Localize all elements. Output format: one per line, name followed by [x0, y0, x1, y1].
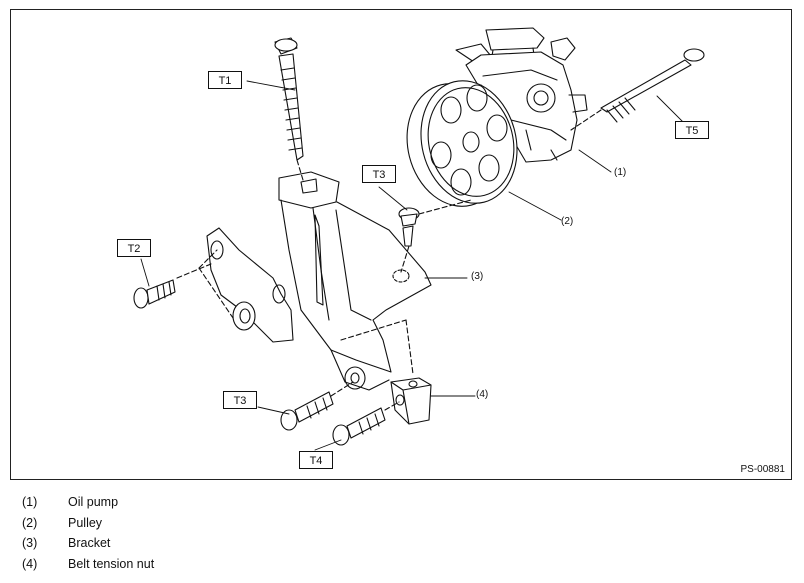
torque-label-t5: T5 — [675, 121, 709, 139]
bolt-t3-upper — [398, 207, 420, 247]
bolt-t1 — [274, 37, 304, 161]
legend: (1) Oil pump (2) Pulley (3) Bracket (4) … — [22, 495, 154, 577]
oil-pump-part — [455, 27, 588, 163]
bolt-t2 — [133, 279, 176, 309]
assembly-lines — [176, 109, 602, 411]
bolt-t3-lower — [280, 391, 334, 431]
pulley-part — [406, 80, 518, 207]
legend-number: (4) — [22, 556, 38, 571]
bolt-t4 — [332, 407, 386, 446]
legend-item: (2) Pulley — [22, 516, 154, 537]
exploded-diagram — [133, 27, 705, 451]
callout-3: (3) — [471, 271, 484, 282]
callout-2: (2) — [561, 216, 574, 227]
torque-label-t2: T2 — [117, 239, 151, 257]
callout-4: (4) — [476, 389, 489, 400]
callout-1: (1) — [614, 167, 627, 178]
legend-text: Belt tension nut — [68, 556, 155, 571]
bolt-t5 — [600, 48, 705, 123]
legend-number: (2) — [22, 515, 38, 530]
torque-label-t1: T1 — [208, 71, 242, 89]
bracket-part — [206, 171, 432, 391]
torque-label-t3-lower: T3 — [223, 391, 257, 409]
legend-item: (1) Oil pump — [22, 495, 154, 516]
legend-number: (1) — [22, 495, 38, 509]
legend-number: (3) — [22, 536, 38, 550]
legend-item: (3) Bracket — [22, 536, 154, 557]
torque-label-t3-upper: T3 — [362, 165, 396, 183]
legend-text: Pulley — [68, 515, 103, 530]
belt-tension-nut-part — [390, 377, 432, 425]
legend-item: (4) Belt tension nut — [22, 557, 154, 578]
figure-frame: T1 T2 T3 T3 T4 T5 (1) (2) (3) (4) PS-008… — [10, 9, 792, 480]
figure-code: PS-00881 — [740, 464, 785, 475]
legend-text: Oil pump — [68, 495, 119, 509]
torque-label-t4: T4 — [299, 451, 333, 469]
legend-text: Bracket — [68, 536, 111, 550]
